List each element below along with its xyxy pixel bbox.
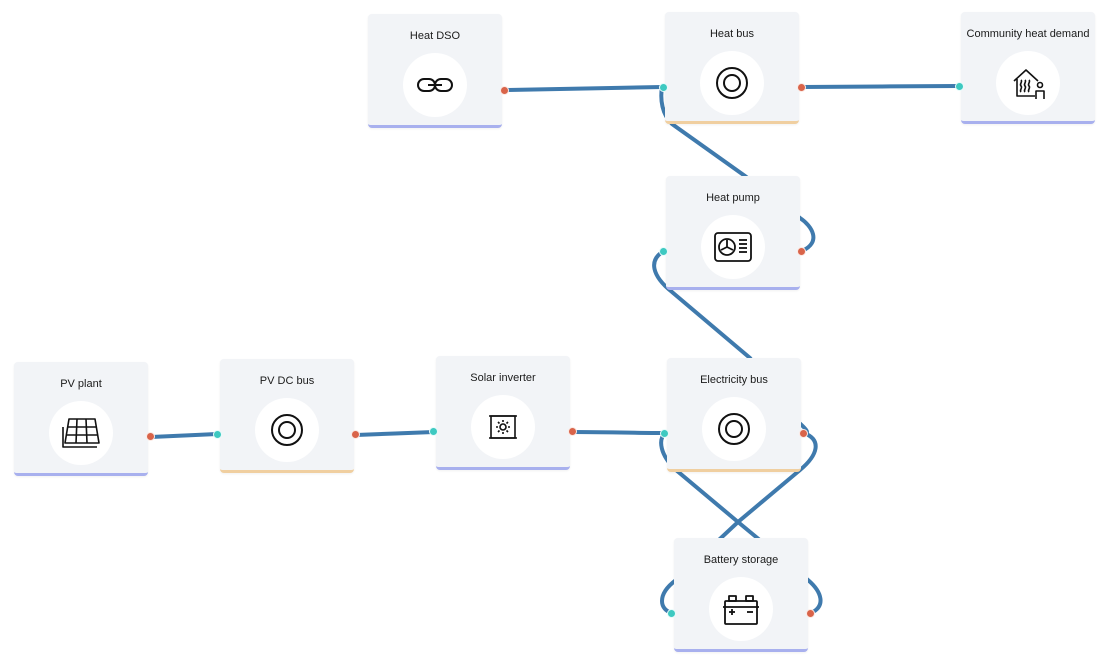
node-label: Heat pump xyxy=(706,192,760,204)
house-heat-demand-icon xyxy=(1013,69,1045,99)
input-port[interactable] xyxy=(213,430,222,439)
node-icon-badge xyxy=(471,395,535,459)
node-icon-badge xyxy=(255,398,319,462)
node-electricity-bus[interactable]: Electricity bus xyxy=(660,358,808,472)
output-port[interactable] xyxy=(146,432,155,441)
wire-battery-storage-to-electricity-bus[interactable] xyxy=(659,431,823,615)
solar-panel-icon xyxy=(62,418,100,448)
node-label: Electricity bus xyxy=(700,374,768,386)
bus-ring-icon xyxy=(271,414,303,446)
node-label: Battery storage xyxy=(703,554,779,566)
input-port[interactable] xyxy=(659,247,668,256)
input-port[interactable] xyxy=(429,427,438,436)
output-port[interactable] xyxy=(799,429,808,438)
bus-ring-icon xyxy=(718,413,750,445)
node-heat-bus[interactable]: Heat bus xyxy=(659,12,806,124)
node-pv-plant[interactable]: PV plant xyxy=(14,362,155,476)
wire-pv-dc-bus-to-solar-inverter[interactable] xyxy=(354,430,436,437)
node-label: Heat bus xyxy=(709,28,755,40)
node-label: PV plant xyxy=(60,378,102,390)
node-icon-badge xyxy=(700,51,764,115)
node-label: Solar inverter xyxy=(470,372,536,384)
node-label: PV DC bus xyxy=(259,375,315,387)
output-port[interactable] xyxy=(806,609,815,618)
node-icon-badge xyxy=(996,51,1060,115)
node-icon-badge xyxy=(709,577,773,641)
inverter-sun-icon xyxy=(489,415,517,439)
node-heat-dso[interactable]: Heat DSO xyxy=(368,14,509,128)
node-icon-badge xyxy=(701,215,765,279)
battery-icon xyxy=(723,595,759,625)
wire-solar-inverter-to-electricity-bus[interactable] xyxy=(571,430,667,435)
wire-heat-bus-to-community-heat-demand[interactable] xyxy=(799,84,960,89)
heat-pump-fan-icon xyxy=(714,232,752,262)
node-solar-inverter[interactable]: Solar inverter xyxy=(429,356,577,470)
node-label: Community heat demand xyxy=(966,28,1090,40)
node-icon-badge xyxy=(403,53,467,117)
node-heat-pump[interactable]: Heat pump xyxy=(659,176,806,290)
output-port[interactable] xyxy=(351,430,360,439)
node-icon-badge xyxy=(702,397,766,461)
input-port[interactable] xyxy=(955,82,964,91)
wire-pv-plant-to-pv-dc-bus[interactable] xyxy=(149,432,219,439)
node-label: Heat DSO xyxy=(409,30,461,42)
input-port[interactable] xyxy=(667,609,676,618)
input-port[interactable] xyxy=(659,83,668,92)
node-pv-dc-bus[interactable]: PV DC bus xyxy=(213,359,360,473)
node-icon-badge xyxy=(49,401,113,465)
output-port[interactable] xyxy=(500,86,509,95)
output-port[interactable] xyxy=(797,83,806,92)
input-port[interactable] xyxy=(660,429,669,438)
output-port[interactable] xyxy=(797,247,806,256)
node-battery-storage[interactable]: Battery storage xyxy=(667,538,815,652)
output-port[interactable] xyxy=(568,427,577,436)
chain-link-icon xyxy=(417,78,453,92)
bus-ring-icon xyxy=(716,67,748,99)
node-community-heat-demand[interactable]: Community heat demand xyxy=(955,12,1095,124)
wire-heat-dso-to-heat-bus[interactable] xyxy=(503,85,664,92)
